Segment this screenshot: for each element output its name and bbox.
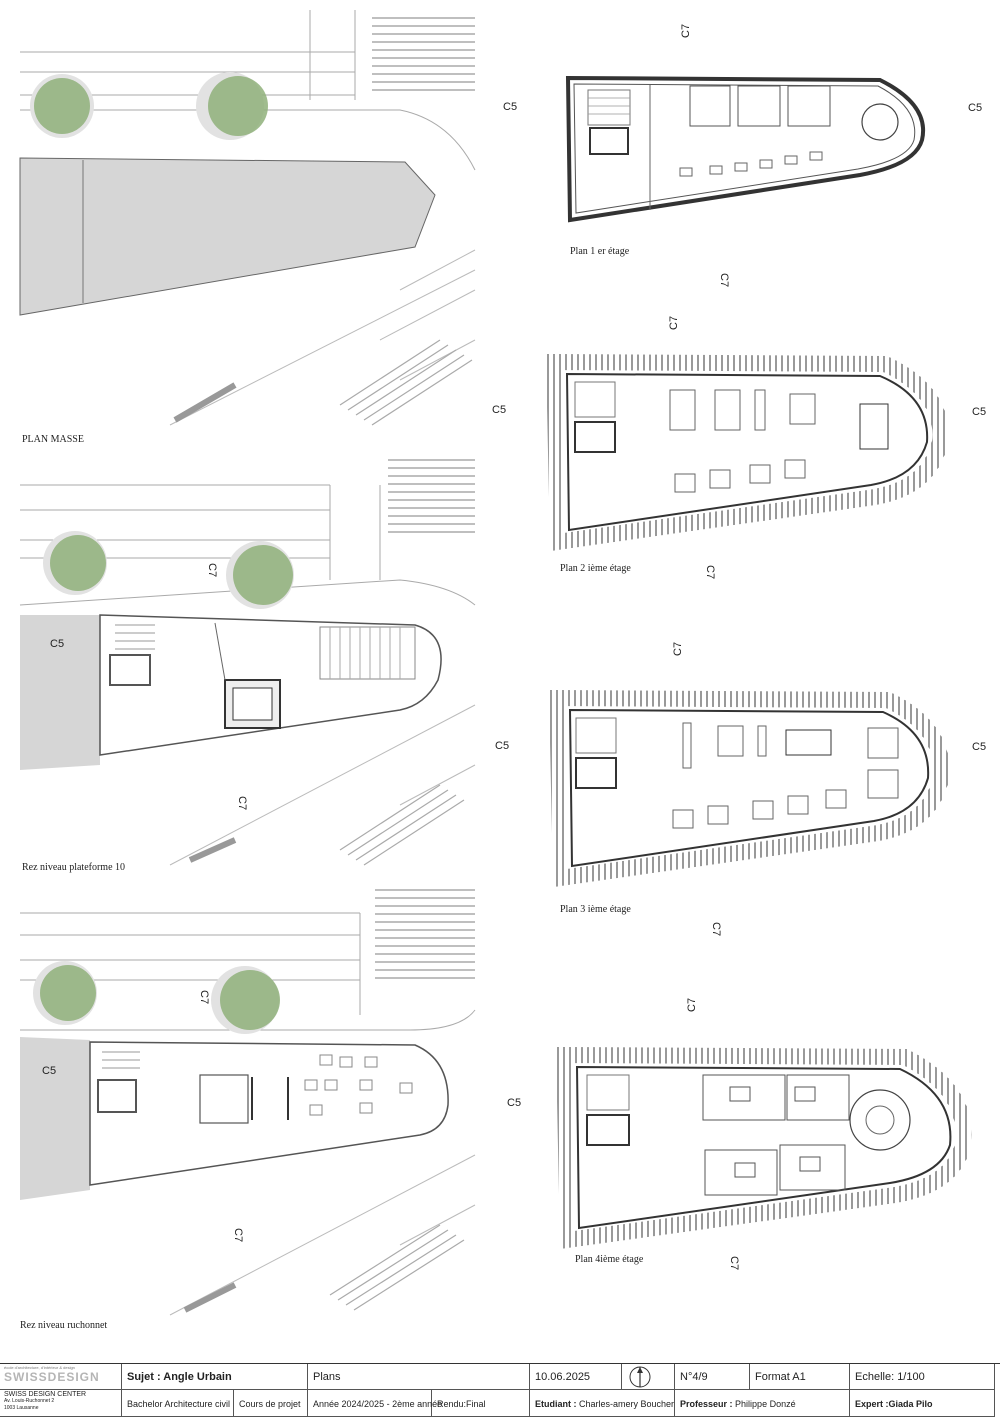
section-mark-c5: C5 — [50, 638, 65, 650]
section-mark-c5: C5 — [968, 102, 983, 114]
paper-format: Format A1 — [750, 1364, 850, 1390]
title-block: école d'architecture, d'intérieur & desi… — [0, 1363, 1000, 1417]
rendu: Rendu:Final — [432, 1390, 530, 1417]
address-line-1: Av. Louis-Ruchonnet 2 — [4, 1398, 55, 1404]
section-mark-c7: C7 — [236, 796, 248, 811]
student-name: Charles-amery Boucher — [579, 1399, 675, 1409]
building-outline — [89, 1041, 449, 1186]
school-logo-cell: école d'architecture, d'intérieur & desi… — [0, 1364, 122, 1390]
program: Bachelor Architecture civil — [122, 1390, 234, 1417]
stair-block — [319, 626, 416, 680]
school-logo: SWISSDESIGN — [4, 1370, 100, 1384]
section-mark-c7: C7 — [718, 273, 730, 288]
north-arrow-icon — [629, 1366, 651, 1388]
section-mark-c7: C7 — [206, 563, 218, 578]
section-mark-c5: C5 — [492, 404, 507, 416]
tree-icon — [34, 78, 90, 134]
plan-1-drawing — [560, 70, 940, 230]
professor-label: Professeur : — [680, 1399, 733, 1409]
section-mark-c7: C7 — [704, 565, 716, 580]
building-outline — [565, 372, 929, 532]
tree-icon — [233, 545, 293, 605]
tree-icon — [220, 970, 280, 1030]
plan-2-drawing — [545, 352, 950, 552]
building-footprint — [19, 157, 436, 316]
student-cell: Etudiant : Charles-amery Boucher — [530, 1390, 675, 1417]
caption-plan-4: Plan 4ième étage — [575, 1254, 644, 1265]
section-mark-c7: C7 — [728, 1256, 740, 1271]
rez-plateforme-drawing — [19, 455, 480, 866]
section-mark-c7: C7 — [672, 641, 684, 656]
section-mark-c5: C5 — [972, 741, 987, 753]
plan-3-drawing — [548, 688, 950, 888]
section-mark-c5: C5 — [503, 101, 518, 113]
expert-cell: Expert :Giada Pilo — [850, 1390, 995, 1417]
section-mark-c7: C7 — [710, 922, 722, 937]
address-line-2: 1003 Lausanne — [4, 1405, 39, 1411]
caption-rez-plateforme: Rez niveau plateforme 10 — [22, 862, 126, 873]
expert-name: Giada Pilo — [888, 1399, 933, 1409]
caption-plan-masse: PLAN MASSE — [22, 434, 84, 445]
academic-year: Année 2024/2025 - 2ème année — [308, 1390, 442, 1417]
date: 10.06.2025 — [530, 1364, 622, 1390]
scale: Echelle: 1/100 — [850, 1364, 995, 1390]
caption-plan-3: Plan 3 ième étage — [560, 904, 631, 915]
expert-label: Expert : — [855, 1399, 889, 1409]
subject: Sujet : Angle Urbain — [122, 1364, 308, 1390]
building-outline — [575, 1065, 952, 1230]
plan-masse-drawing — [19, 10, 480, 426]
caption-rez-ruchonnet: Rez niveau ruchonnet — [20, 1320, 108, 1331]
section-mark-c7: C7 — [232, 1228, 244, 1243]
central-core — [199, 1074, 249, 1124]
meeting-table — [861, 103, 899, 141]
caption-plan-2: Plan 2 ième étage — [560, 563, 631, 574]
section-mark-c5: C5 — [507, 1097, 522, 1109]
section-mark-c5: C5 — [495, 740, 510, 752]
school-address-cell: SWISS DESIGN CENTER Av. Louis-Ruchonnet … — [0, 1390, 122, 1417]
tree-icon — [208, 76, 268, 136]
tree-icon — [40, 965, 96, 1021]
section-mark-c7: C7 — [680, 23, 692, 38]
north-cell — [622, 1364, 675, 1390]
section-mark-c7: C7 — [686, 997, 698, 1012]
professor-name: Philippe Donzé — [735, 1399, 796, 1409]
section-mark-c7: C7 — [668, 315, 680, 330]
course: Cours de projet — [234, 1390, 308, 1417]
tree-icon — [50, 535, 106, 591]
section-mark-c7: C7 — [198, 990, 210, 1005]
section-mark-c5: C5 — [42, 1065, 57, 1077]
section-mark-c5: C5 — [972, 406, 987, 418]
building-outline — [568, 708, 930, 868]
sheet-type: Plans — [308, 1364, 530, 1390]
sheet-number: N°4/9 — [675, 1364, 750, 1390]
professor-cell: Professeur : Philippe Donzé — [675, 1390, 850, 1417]
meeting-table — [849, 1089, 911, 1151]
student-label: Etudiant : — [535, 1399, 577, 1409]
rez-ruchonnet-drawing — [20, 885, 480, 1316]
caption-plan-1: Plan 1 er étage — [570, 246, 630, 257]
plan-4-drawing — [555, 1045, 980, 1250]
school-name: SWISS DESIGN CENTER — [4, 1391, 87, 1398]
school-tagline: école d'architecture, d'intérieur & desi… — [4, 1365, 75, 1370]
